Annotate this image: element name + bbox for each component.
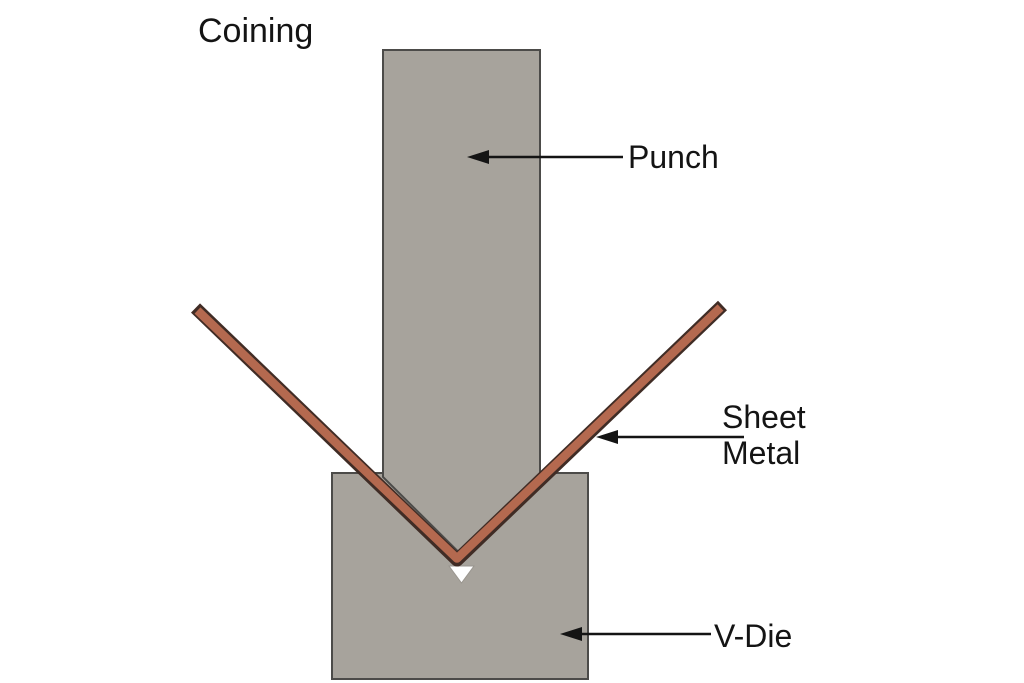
sheet-metal-shape: [194, 304, 724, 563]
v-die-label: V-Die: [714, 618, 792, 654]
diagram-title: Coining: [198, 12, 313, 50]
punch-shape: [382, 49, 541, 557]
punch-label: Punch: [628, 139, 719, 175]
sheet-metal-label-line2: Metal: [722, 435, 800, 471]
v-die-arrowhead-icon: [560, 627, 582, 641]
sheet-metal-label-line1: Sheet: [722, 399, 806, 435]
die-notch: [448, 565, 475, 584]
punch-arrowhead-icon: [467, 150, 489, 164]
sheet-metal-arrowhead-icon: [596, 430, 618, 444]
